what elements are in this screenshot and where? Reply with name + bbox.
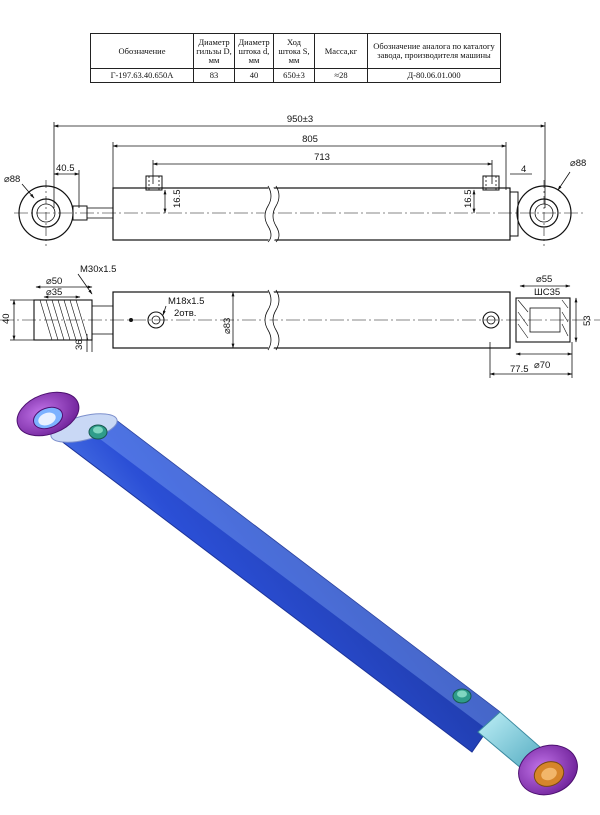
- label-rod-eye-outer: ⌀50: [46, 276, 62, 287]
- label-port-spacing: 713: [314, 152, 330, 163]
- label-bearing: ШС35: [534, 287, 560, 298]
- cell-designation: Г-197.63.40.650А: [90, 68, 194, 83]
- spec-data-row: Г-197.63.40.650А 83 40 650±3 ≈28 Д-80.06…: [90, 68, 501, 83]
- cell-mass: ≈28: [314, 68, 368, 83]
- label-port-height-left: 16.5: [172, 190, 183, 209]
- label-cap-eye-outer: ⌀55: [536, 274, 552, 285]
- header-analog: Обозначение аналога по каталогу завода, …: [367, 33, 501, 69]
- label-cap-width: 53: [582, 315, 593, 326]
- cap-eye-section: [515, 297, 571, 343]
- label-eye-diameter-left: ⌀88: [4, 174, 20, 185]
- header-designation: Обозначение: [90, 33, 194, 69]
- top-eye-3d: [16, 391, 80, 437]
- spec-header-row: Обозначение Диаметр гильзы D, мм Диаметр…: [90, 33, 501, 69]
- label-rod-eye-inner: ⌀35: [46, 287, 62, 298]
- label-body-length: 805: [302, 134, 318, 145]
- label-cap-diameter: ⌀70: [534, 360, 550, 371]
- header-rod-diameter: Диаметр штока d, мм: [234, 33, 274, 69]
- label-cap-length: 77.5: [510, 364, 529, 375]
- label-rod-eye-width: 40: [1, 313, 12, 324]
- label-port-thread: M18x1.5: [168, 296, 204, 307]
- label-eye-offset: 40.5: [56, 163, 75, 174]
- label-port-height-right: 16.5: [463, 190, 474, 209]
- cell-stroke: 650±3: [273, 68, 315, 83]
- label-overall-length: 950±3: [287, 114, 313, 125]
- label-rod-eye-thickness: 36: [74, 339, 85, 350]
- header-stroke: Ход штока S, мм: [273, 33, 315, 69]
- label-body-diameter: ⌀83: [222, 318, 233, 334]
- cell-analog: Д-80.06.01.000: [367, 68, 501, 83]
- cell-barrel-diameter: 83: [193, 68, 235, 83]
- cylinder-3d-render: [16, 391, 578, 796]
- header-barrel-diameter: Диаметр гильзы D, мм: [193, 33, 235, 69]
- label-eye-diameter-right: ⌀88: [570, 158, 586, 169]
- spec-table: Обозначение Диаметр гильзы D, мм Диаметр…: [90, 33, 501, 83]
- label-right-gap: 4: [521, 164, 526, 175]
- barrel-3d: [50, 419, 501, 753]
- label-rod-thread: M30x1.5: [80, 264, 116, 275]
- label-port-holes: 2отв.: [174, 308, 196, 319]
- technical-drawing: 950±3 805 713 40.5 ⌀88 ⌀88 4 16.5 16.5 M…: [0, 114, 600, 378]
- header-mass: Масса,кг: [314, 33, 368, 69]
- bottom-eye-3d: [518, 744, 578, 796]
- cell-rod-diameter: 40: [234, 68, 274, 83]
